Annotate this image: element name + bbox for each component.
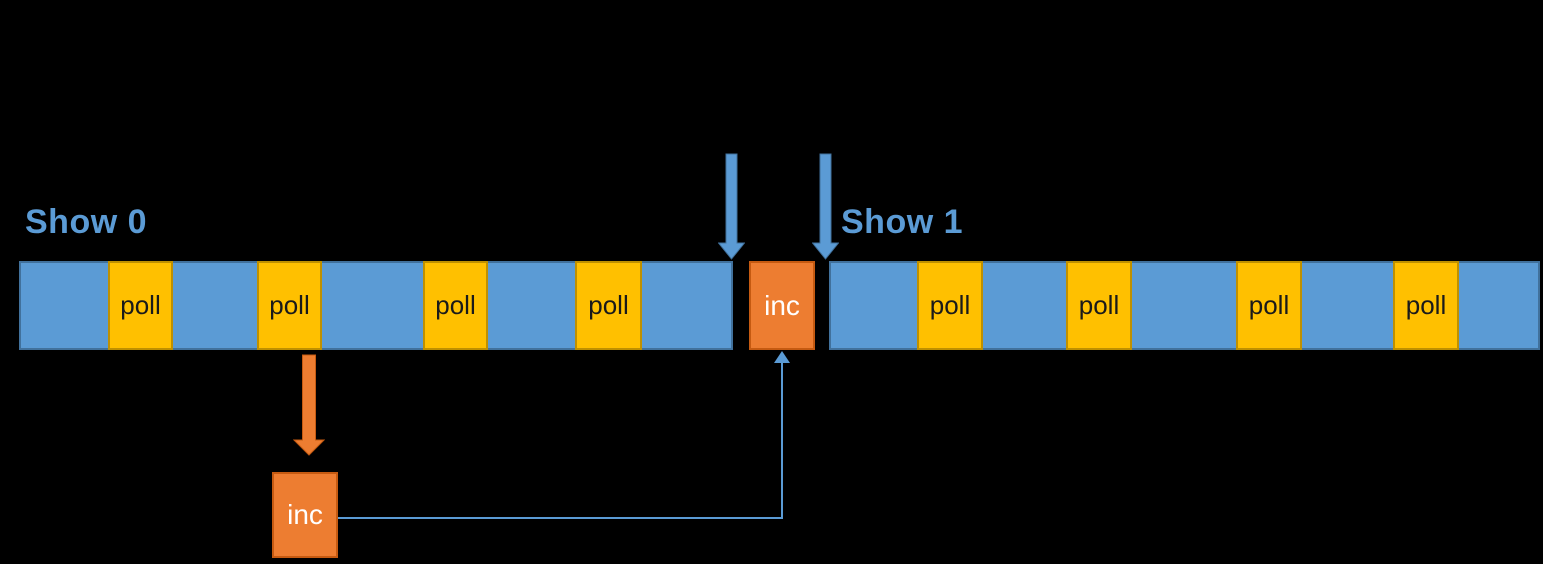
poll-label: poll — [120, 290, 161, 320]
poll-block: poll — [257, 261, 322, 350]
poll-block: poll — [1066, 261, 1132, 350]
inc-block-detail: inc — [272, 472, 338, 558]
poll-label: poll — [435, 290, 476, 320]
inc-block-main: inc — [749, 261, 815, 350]
poll-label: poll — [1405, 290, 1447, 320]
label-show-1: Show 1 — [841, 203, 964, 241]
show1-down-arrow-icon — [812, 153, 839, 260]
inc-label: inc — [287, 499, 323, 530]
poll-label: poll — [1248, 290, 1290, 320]
poll-block: poll — [575, 261, 642, 350]
poll-block: poll — [108, 261, 173, 350]
poll-block: poll — [1236, 261, 1302, 350]
connector-up-arrowhead-icon — [774, 351, 790, 363]
connector-line-horizontal — [338, 517, 783, 519]
poll-block: poll — [1393, 261, 1459, 350]
poll-label: poll — [1078, 290, 1120, 320]
poll-block: poll — [423, 261, 488, 350]
poll-block: poll — [917, 261, 983, 350]
connector-line-vertical — [781, 362, 783, 519]
inc-label: inc — [764, 289, 800, 321]
show0-down-arrow-icon — [718, 153, 745, 260]
label-show-0: Show 0 — [25, 203, 148, 241]
poll-label: poll — [588, 290, 629, 320]
poll-label: poll — [929, 290, 971, 320]
poll-label: poll — [269, 290, 310, 320]
poll-to-inc-down-arrow-icon — [293, 354, 325, 456]
